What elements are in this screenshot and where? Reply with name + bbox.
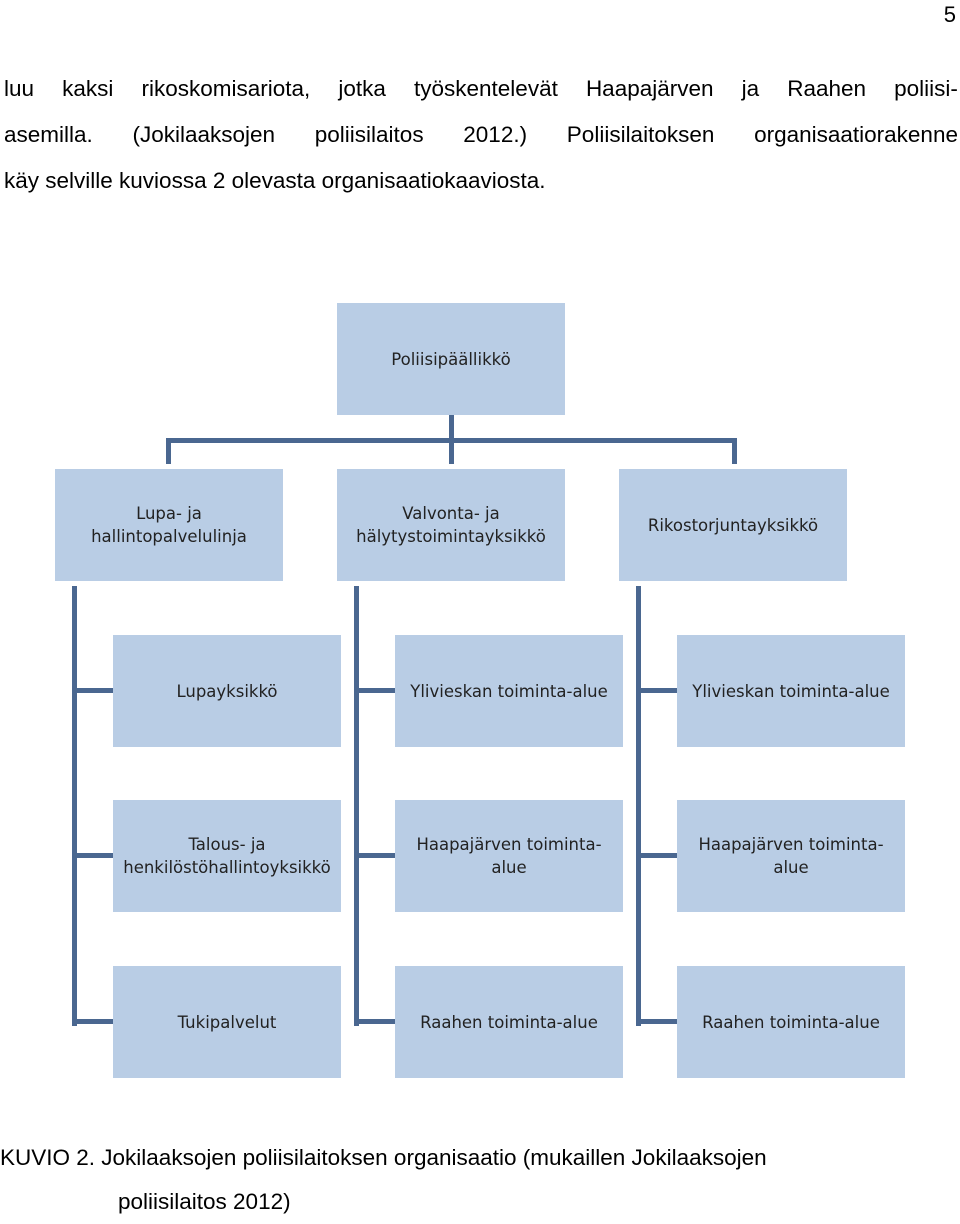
- connector-branch-col2-1: [354, 688, 395, 693]
- connector-branch-col3-3: [636, 1019, 677, 1024]
- org-box-head-3: Rikostorjuntayksikkö: [619, 469, 847, 581]
- paragraph-word: Raahen: [787, 76, 867, 101]
- org-box-head-2-text: Valvonta- ja: [402, 504, 500, 523]
- org-box-col1-child-1: Lupayksikkö: [113, 635, 341, 747]
- org-box-col2-child-2-text: Haapajärven toiminta-: [416, 835, 602, 854]
- org-box-poliisipaallikko-text: Poliisipäällikkö: [391, 349, 511, 369]
- paragraph-word: asemilla.: [4, 122, 93, 147]
- org-box-head-1: Lupa- ja hallintopalvelulinja: [55, 469, 283, 581]
- connector-trunk-col1: [72, 586, 77, 1026]
- figure-caption: KUVIO 2. Jokilaaksojen poliisilaitoksen …: [0, 1136, 960, 1224]
- paragraph-word: Poliisilaitoksen: [566, 122, 715, 147]
- paragraph-line-1: luu kaksi rikoskomisariota, jotka työskentel…: [4, 66, 958, 112]
- page-number: 5: [943, 2, 956, 27]
- org-box-col2-child-1: Ylivieskan toiminta-alue: [395, 635, 623, 747]
- connector-branch-col1-3: [72, 1019, 113, 1024]
- connector-drop-col3: [732, 438, 737, 464]
- org-box-col1-child-2-text: Talous- ja: [188, 835, 266, 854]
- org-box-col3-child-2-text: alue: [773, 858, 809, 877]
- org-box-col2-child-3: Raahen toiminta-alue: [395, 966, 623, 1078]
- body-paragraph: luu kaksi rikoskomisariota, jotka työskentel…: [4, 66, 958, 204]
- paragraph-word: kaksi: [62, 76, 114, 101]
- paragraph-word: poliisilaitos: [314, 122, 424, 147]
- paragraph-word: ja: [741, 76, 760, 101]
- paragraph-word: Haapajärven: [585, 76, 714, 101]
- paragraph-word: 2012.): [463, 122, 528, 147]
- org-box-head-2-text: hälytystoimintayksikkö: [356, 527, 546, 546]
- paragraph-word: organisaatiorakenne: [754, 122, 958, 147]
- paragraph-word: rikoskomisariota,: [141, 76, 311, 101]
- connector-branch-col1-2: [72, 853, 113, 858]
- org-box-col3-child-2: Haapajärven toiminta-alue: [677, 800, 905, 912]
- paragraph-word: poliisi-: [894, 76, 958, 101]
- caption-line-2: poliisilaitos 2012): [118, 1189, 291, 1214]
- org-box-col3-child-3-text: Raahen toiminta-alue: [702, 1012, 880, 1032]
- org-box-col2-child-2: Haapajärven toiminta-alue: [395, 800, 623, 912]
- org-box-head-2: Valvonta- ja hälytystoimintayksikkö: [337, 469, 565, 581]
- org-box-col2-child-3-text: Raahen toiminta-alue: [420, 1012, 598, 1032]
- paragraph-word: jotka: [338, 76, 386, 101]
- org-box-col2-child-1-text: Ylivieskan toiminta-alue: [410, 681, 608, 701]
- org-box-col1-child-2: Talous- ja henkilöstöhallintoyksikkö: [113, 800, 341, 912]
- org-box-col3-child-2-text: Haapajärven toiminta-: [698, 835, 884, 854]
- connector-root-down: [449, 415, 454, 440]
- org-box-col3-child-1-text: Ylivieskan toiminta-alue: [692, 681, 890, 701]
- paragraph-word: luu: [4, 76, 35, 101]
- paragraph-line-3: käy selville kuviossa 2 olevasta organis…: [4, 168, 546, 193]
- org-box-col1-child-1-text: Lupayksikkö: [176, 681, 278, 701]
- org-box-col1-child-2-text: henkilöstöhallintoyksikkö: [123, 858, 331, 877]
- org-box-col2-child-2-text: alue: [491, 858, 527, 877]
- paragraph-word: työskentelevät: [414, 76, 558, 101]
- paragraph-line-2: asemilla. (Jokilaaksojen poliisilaitos 2012…: [4, 112, 958, 158]
- connector-trunk-col3: [636, 586, 641, 1026]
- org-box-col1-child-3: Tukipalvelut: [113, 966, 341, 1078]
- org-box-poliisipaallikko: Poliisipäällikkö: [337, 303, 565, 415]
- connector-drop-col1: [166, 438, 171, 464]
- org-box-col3-child-1: Ylivieskan toiminta-alue: [677, 635, 905, 747]
- paragraph-word: (Jokilaaksojen: [132, 122, 276, 147]
- connector-drop-col2: [449, 438, 454, 464]
- connector-trunk-col2: [354, 586, 359, 1026]
- connector-branch-col3-2: [636, 853, 677, 858]
- caption-line-1: KUVIO 2. Jokilaaksojen poliisilaitoksen …: [0, 1145, 767, 1170]
- connector-branch-col1-1: [72, 688, 113, 693]
- org-box-head-3-text: Rikostorjuntayksikkö: [647, 515, 819, 535]
- org-box-col1-child-3-text: Tukipalvelut: [177, 1012, 277, 1032]
- org-box-head-1-text: Lupa- ja: [136, 504, 202, 523]
- connector-branch-col2-2: [354, 853, 395, 858]
- connector-branch-col2-3: [354, 1019, 395, 1024]
- org-box-col3-child-3: Raahen toiminta-alue: [677, 966, 905, 1078]
- org-box-head-1-text: hallintopalvelulinja: [91, 527, 247, 546]
- connector-branch-col3-1: [636, 688, 677, 693]
